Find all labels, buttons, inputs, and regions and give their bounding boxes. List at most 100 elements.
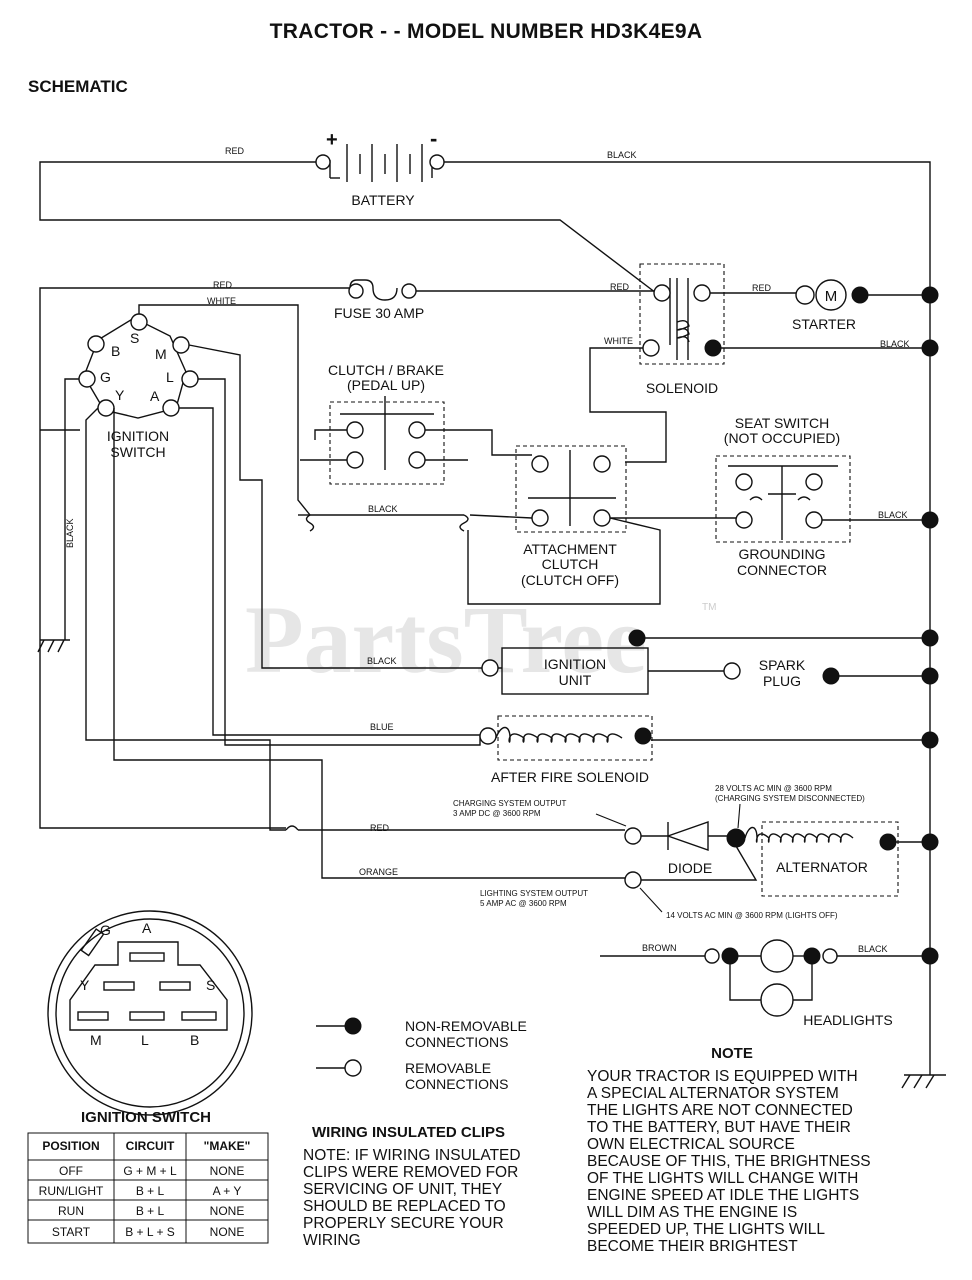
diode xyxy=(665,821,730,851)
spark-plug-label-1: SPARK xyxy=(759,657,806,673)
starter-m: M xyxy=(825,288,838,305)
note-line: A SPECIAL ALTERNATOR SYSTEM xyxy=(587,1085,839,1102)
ignition-unit-label-1: IGNITION xyxy=(544,656,606,672)
solenoid-label: SOLENOID xyxy=(646,380,718,396)
table-header-circuit: CIRCUIT xyxy=(126,1139,175,1153)
lighting-note-1: LIGHTING SYSTEM OUTPUT xyxy=(480,889,588,898)
page-title: TRACTOR - - MODEL NUMBER HD3K4E9A xyxy=(270,20,703,43)
wire-label-brown: BROWN xyxy=(642,943,677,953)
volts28-note-1: 28 VOLTS AC MIN @ 3600 RPM xyxy=(715,784,832,793)
face-letter-y: Y xyxy=(80,977,90,993)
attachment-clutch-switch: ATTACHMENT CLUTCH (CLUTCH OFF) xyxy=(515,445,627,588)
table-cell: START xyxy=(52,1225,91,1239)
lighting-note-2: 5 AMP AC @ 3600 RPM xyxy=(480,899,567,908)
battery: + - BATTERY xyxy=(326,126,437,208)
table-cell: NONE xyxy=(210,1225,245,1239)
battery-minus: - xyxy=(430,126,437,151)
face-letter-s: S xyxy=(206,977,215,993)
alternator-label: ALTERNATOR xyxy=(776,859,868,875)
table-cell: RUN xyxy=(58,1204,84,1218)
table-header-make: "MAKE" xyxy=(204,1139,251,1153)
wire-label-blue: BLUE xyxy=(370,722,394,732)
wire-label-white-ign: WHITE xyxy=(207,296,236,306)
grounding-connector-label-2: CONNECTOR xyxy=(737,562,827,578)
spark-plug-label-2: PLUG xyxy=(763,673,801,689)
ignition-switch-face: G A Y S M L B xyxy=(47,910,253,1116)
face-letter-l: L xyxy=(141,1032,149,1048)
wire-label-black-seat: BLACK xyxy=(878,510,908,520)
charging-note-1: CHARGING SYSTEM OUTPUT xyxy=(453,799,566,808)
note-line: ENGINE SPEED AT IDLE THE LIGHTS xyxy=(587,1187,859,1204)
table-heading: IGNITION SWITCH xyxy=(81,1109,211,1126)
wire-label-red-battery: RED xyxy=(225,146,245,156)
grounding-connector-label-1: GROUNDING xyxy=(738,546,825,562)
wire-label-black-sol: BLACK xyxy=(880,339,910,349)
table-cell: RUN/LIGHT xyxy=(39,1184,104,1198)
wire-label-black-clutch: BLACK xyxy=(368,504,398,514)
note-heading: NOTE xyxy=(711,1045,753,1062)
diode-label: DIODE xyxy=(668,860,712,876)
table-cell: B + L xyxy=(136,1184,165,1198)
fuse-label: FUSE 30 AMP xyxy=(334,305,424,321)
after-fire-solenoid xyxy=(497,715,653,761)
headlights-label: HEADLIGHTS xyxy=(803,1012,892,1028)
legend-removable-2: CONNECTIONS xyxy=(405,1076,508,1092)
table-header-position: POSITION xyxy=(42,1139,99,1153)
solenoid: SOLENOID xyxy=(639,263,725,396)
wire-label-orange: ORANGE xyxy=(359,867,398,877)
ignition-switch-label-2: SWITCH xyxy=(110,444,165,460)
terminal-y: Y xyxy=(115,387,125,403)
clips-line: CLIPS WERE REMOVED FOR xyxy=(303,1164,518,1181)
table-cell: B + L xyxy=(136,1204,165,1218)
wire-label-red-fuse: RED xyxy=(213,280,233,290)
clips-line: NOTE: IF WIRING INSULATED xyxy=(303,1147,521,1164)
wire-label-red-starter: RED xyxy=(752,283,772,293)
clutch-brake-switch: CLUTCH / BRAKE (PEDAL UP) xyxy=(328,362,445,485)
note-line: WILL DIM AS THE ENGINE IS xyxy=(587,1204,797,1221)
after-fire-solenoid-label: AFTER FIRE SOLENOID xyxy=(491,769,649,785)
table-cell: NONE xyxy=(210,1164,245,1178)
clutch-brake-label-1: CLUTCH / BRAKE xyxy=(328,362,444,378)
alternator: ALTERNATOR xyxy=(744,821,899,897)
terminal-a: A xyxy=(150,388,160,404)
clutch-brake-label-2: (PEDAL UP) xyxy=(347,377,425,393)
table-cell: G + M + L xyxy=(123,1164,177,1178)
ignition-unit-label-2: UNIT xyxy=(559,672,592,688)
terminal-s: S xyxy=(130,330,139,346)
table-cell: A + Y xyxy=(213,1184,242,1198)
battery-plus: + xyxy=(326,129,338,151)
note-line: SPEEDED UP, THE LIGHTS WILL xyxy=(587,1221,825,1238)
volts28-note-2: (CHARGING SYSTEM DISCONNECTED) xyxy=(715,794,865,803)
terminal-l: L xyxy=(166,369,174,385)
legend-non-removable-1: NON-REMOVABLE xyxy=(405,1018,527,1034)
starter-label: STARTER xyxy=(792,316,856,332)
wire-label-black-vertical: BLACK xyxy=(65,518,75,548)
seat-switch-label-1: SEAT SWITCH xyxy=(735,415,829,431)
seat-switch: SEAT SWITCH (NOT OCCUPIED) GROUNDING CON… xyxy=(715,415,851,578)
ignition-switch: B S M G L Y A IGNITION SWITCH xyxy=(83,317,187,460)
table-cell: NONE xyxy=(210,1204,245,1218)
wire-label-black-headlights: BLACK xyxy=(858,944,888,954)
terminal-m: M xyxy=(155,346,167,362)
clips-heading: WIRING INSULATED CLIPS xyxy=(312,1124,505,1141)
face-letter-b: B xyxy=(190,1032,199,1048)
legend-removable-1: REMOVABLE xyxy=(405,1060,491,1076)
clips-line: SERVICING OF UNIT, THEY xyxy=(303,1181,502,1198)
note-line: YOUR TRACTOR IS EQUIPPED WITH xyxy=(587,1068,858,1085)
wire-label-red-solenoid: RED xyxy=(610,282,630,292)
note-line: TO THE BATTERY, BUT HAVE THEIR xyxy=(587,1119,851,1136)
face-letter-m: M xyxy=(90,1032,102,1048)
attachment-clutch-label-2: CLUTCH xyxy=(542,556,599,572)
legend: NON-REMOVABLE CONNECTIONS REMOVABLE CONN… xyxy=(316,1017,527,1092)
note-line: BECAUSE OF THIS, THE BRIGHTNESS xyxy=(587,1153,871,1170)
clips-line: PROPERLY SECURE YOUR xyxy=(303,1215,504,1232)
volts14-note: 14 VOLTS AC MIN @ 3600 RPM (LIGHTS OFF) xyxy=(666,911,838,920)
wire-label-black-battery: BLACK xyxy=(607,150,637,160)
legend-non-removable-2: CONNECTIONS xyxy=(405,1034,508,1050)
note-line: OF THE LIGHTS WILL CHANGE WITH xyxy=(587,1170,858,1187)
table-cell: OFF xyxy=(59,1164,83,1178)
battery-label: BATTERY xyxy=(351,192,415,208)
terminal-b: B xyxy=(111,343,120,359)
attachment-clutch-label-3: (CLUTCH OFF) xyxy=(521,572,619,588)
